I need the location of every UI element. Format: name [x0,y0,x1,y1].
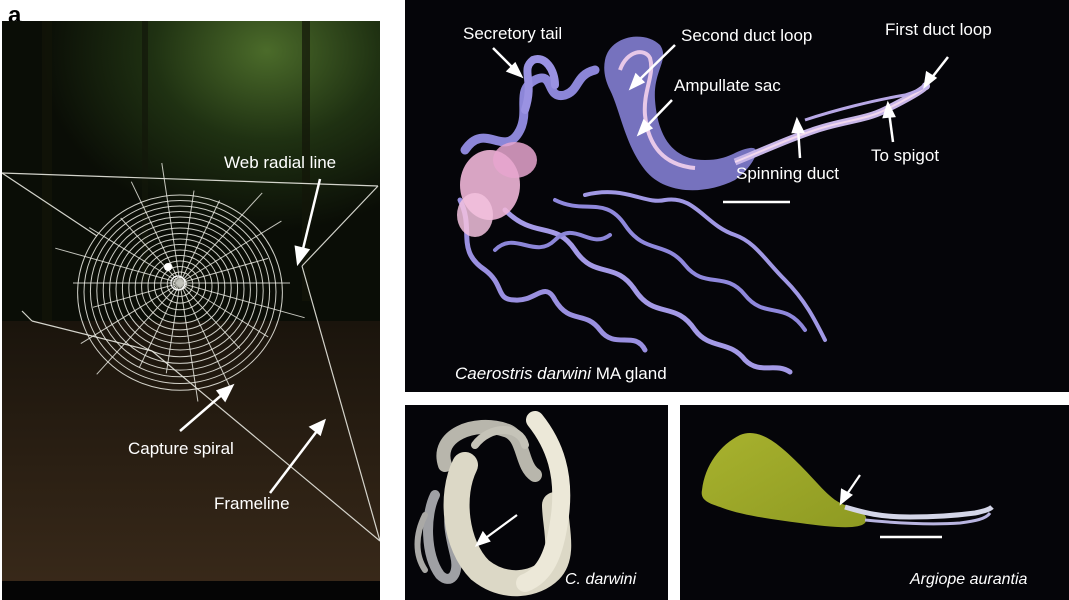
panel-b-ma-gland: Secretory tail Second duct loop First du… [405,0,1069,392]
panel-a-web-photo: Web radial line Capture spiral Frameline [2,21,380,600]
label-frameline: Frameline [214,494,290,513]
label-capture-spiral: Capture spiral [128,439,234,458]
label-web-radial-line: Web radial line [224,153,337,172]
panel-c-gland: C. darwini [405,405,668,600]
caption-b: Caerostris darwini MA gland [455,364,667,384]
caption-b-rest: MA gland [591,364,667,383]
web-photo-illustration [2,21,380,600]
panel-d-gland: Argiope aurantia [680,405,1069,600]
label-first-duct-loop: First duct loop [885,20,992,39]
label-ampullate-sac: Ampullate sac [674,76,781,95]
caption-c: C. darwini [565,571,637,588]
caption-d: Argiope aurantia [910,571,1028,588]
label-second-duct-loop: Second duct loop [681,26,813,45]
label-spinning-duct: Spinning duct [736,164,840,183]
c-gland-illustration [414,411,572,597]
caption-b-species: Caerostris darwini [455,364,592,383]
label-to-spigot: To spigot [871,146,940,165]
label-secretory-tail: Secretory tail [463,24,563,43]
d-gland-illustration [701,433,994,539]
ma-gland-illustration [457,36,949,375]
